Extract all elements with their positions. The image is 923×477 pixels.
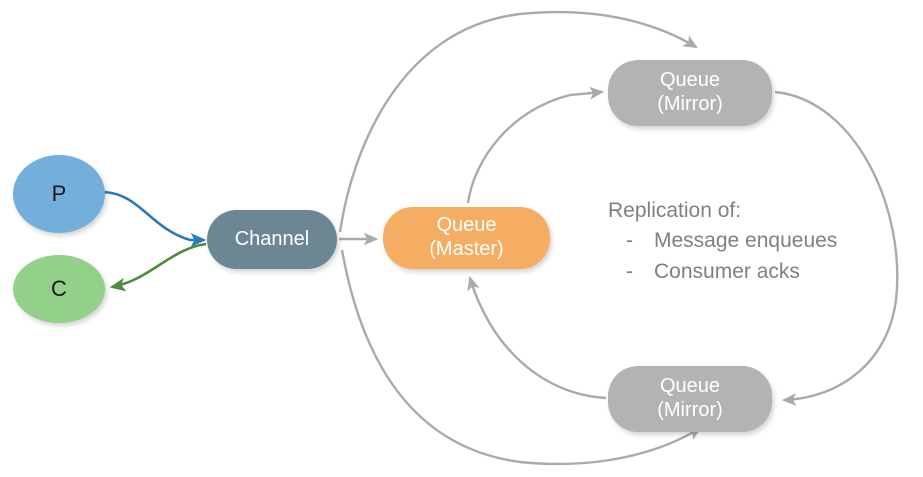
edge-mirror-bottom-to-master <box>467 275 607 400</box>
node-queue-mirror-top[interactable]: Queue (Mirror) <box>608 60 772 126</box>
node-queue-master-label: Queue (Master) <box>429 214 504 260</box>
edge-channel-to-consumer <box>109 242 207 292</box>
node-producer-label: P <box>51 181 67 207</box>
node-queue-master[interactable]: Queue (Master) <box>383 207 550 269</box>
edge-channel-to-mirror-top <box>338 10 698 233</box>
node-producer[interactable]: P <box>13 155 105 233</box>
bullet-marker-icon: - <box>626 259 633 283</box>
node-consumer-label: C <box>51 276 67 302</box>
replication-annotation: Replication of: - Message enqueues - Con… <box>608 196 908 287</box>
replication-item: - Message enqueues <box>608 226 908 256</box>
node-queue-mirror-bottom[interactable]: Queue (Mirror) <box>608 366 772 432</box>
node-queue-mirror-top-label: Queue (Mirror) <box>657 69 723 115</box>
replication-annotation-title: Replication of: <box>608 199 742 222</box>
node-queue-mirror-bottom-label: Queue (Mirror) <box>657 375 723 421</box>
replication-item-label: Consumer acks <box>654 259 800 283</box>
replication-item: - Consumer acks <box>608 257 908 287</box>
replication-item-label: Message enqueues <box>654 229 838 253</box>
edge-mirror-top-to-mirror-bottom <box>774 90 899 406</box>
node-channel[interactable]: Channel <box>207 210 337 269</box>
bullet-marker-icon: - <box>626 229 633 253</box>
node-consumer[interactable]: C <box>13 255 105 323</box>
edge-channel-to-mirror-bottom <box>340 249 702 466</box>
edge-producer-to-channel <box>103 190 207 247</box>
edge-master-to-mirror-top <box>466 86 605 204</box>
node-channel-label: Channel <box>234 227 310 250</box>
